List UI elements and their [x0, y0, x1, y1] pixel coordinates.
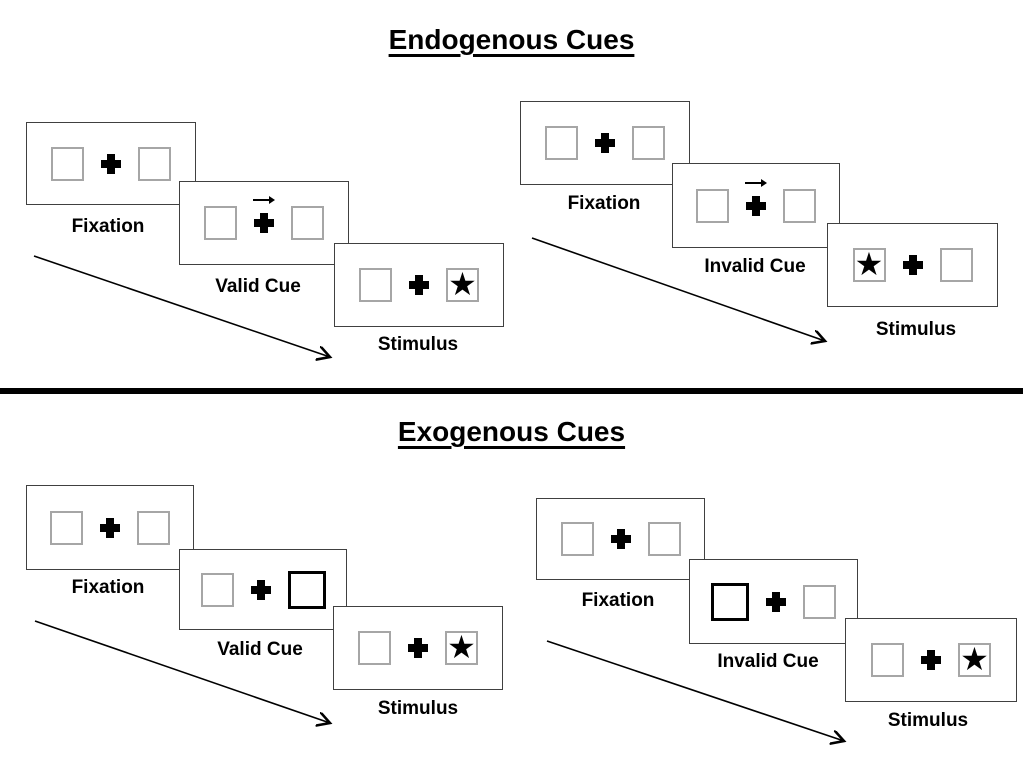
fixation-cross-icon — [250, 579, 271, 600]
time-arrow — [546, 640, 850, 746]
fixation-card — [520, 101, 690, 185]
stimulus-card: ★ — [334, 243, 504, 327]
time-arrow — [33, 255, 336, 362]
left-placeholder-box — [200, 572, 234, 607]
stimulus-card: ★ — [333, 606, 503, 690]
fixation-card — [26, 485, 194, 570]
step-label: Valid Cue — [217, 639, 303, 660]
fixation-card — [26, 122, 196, 205]
right-placeholder-box — [137, 510, 170, 545]
right-placeholder-box — [939, 248, 973, 282]
fixation-cross-icon — [745, 178, 767, 216]
fixation-cross-icon — [101, 153, 121, 174]
valid-cue-card — [179, 181, 349, 265]
step-label: Stimulus — [887, 710, 969, 731]
cue-highlight-box — [287, 570, 326, 609]
right-placeholder-box — [291, 206, 324, 240]
stimulus-card: ★ — [845, 618, 1017, 702]
step-label: Valid Cue — [215, 276, 301, 297]
step-label: Fixation — [567, 193, 641, 214]
left-placeholder-box — [560, 522, 594, 556]
left-placeholder-box — [359, 268, 392, 302]
star-target-icon: ★ — [960, 640, 989, 678]
right-arrow-icon — [745, 178, 767, 187]
left-placeholder-box — [871, 643, 904, 677]
time-arrow — [531, 237, 831, 346]
stimulus-card: ★ — [827, 223, 998, 307]
cue-highlight-box — [711, 582, 749, 621]
step-label: Stimulus — [377, 698, 459, 719]
valid-cue-card — [179, 549, 347, 630]
step-label: Invalid Cue — [717, 651, 819, 672]
left-placeholder-box — [51, 146, 84, 181]
star-target-box: ★ — [852, 245, 886, 283]
time-arrow — [34, 620, 336, 728]
fixation-cross-icon — [409, 275, 429, 295]
invalid-cue-card — [672, 163, 840, 248]
star-target-icon: ★ — [447, 628, 476, 666]
left-placeholder-box — [358, 631, 391, 665]
right-placeholder-box — [647, 522, 681, 556]
step-label: Fixation — [71, 216, 145, 237]
step-label: Stimulus — [875, 319, 957, 340]
right-placeholder-box — [803, 584, 836, 619]
left-placeholder-box — [696, 188, 729, 223]
star-target-box: ★ — [446, 268, 479, 302]
fixation-cross-icon — [902, 255, 923, 275]
star-target-box: ★ — [445, 631, 478, 665]
star-target-icon: ★ — [854, 245, 884, 283]
step-label: Fixation — [71, 577, 145, 598]
left-placeholder-box — [545, 126, 578, 160]
right-placeholder-box — [783, 188, 816, 223]
fixation-cross-icon — [610, 529, 631, 549]
fixation-cross-icon — [100, 517, 120, 538]
fixation-cross-icon — [408, 638, 428, 658]
star-target-icon: ★ — [448, 265, 477, 303]
section-divider — [0, 388, 1023, 394]
fixation-cross-icon — [253, 196, 275, 233]
fixation-cross-icon — [595, 133, 615, 153]
step-label: Stimulus — [377, 334, 459, 355]
right-placeholder-box — [632, 126, 665, 160]
fixation-card — [536, 498, 705, 580]
step-label: Fixation — [581, 590, 655, 611]
star-target-box: ★ — [958, 643, 991, 677]
exogenous-section-title: Exogenous Cues — [397, 416, 626, 447]
left-placeholder-box — [204, 206, 237, 240]
right-arrow-icon — [253, 196, 275, 204]
fixation-cross-icon — [921, 650, 941, 670]
right-placeholder-box — [138, 146, 171, 181]
fixation-cross-icon — [766, 591, 786, 612]
invalid-cue-card — [689, 559, 858, 644]
left-placeholder-box — [50, 510, 83, 545]
step-label: Invalid Cue — [704, 256, 806, 277]
endogenous-section-title: Endogenous Cues — [388, 24, 635, 55]
